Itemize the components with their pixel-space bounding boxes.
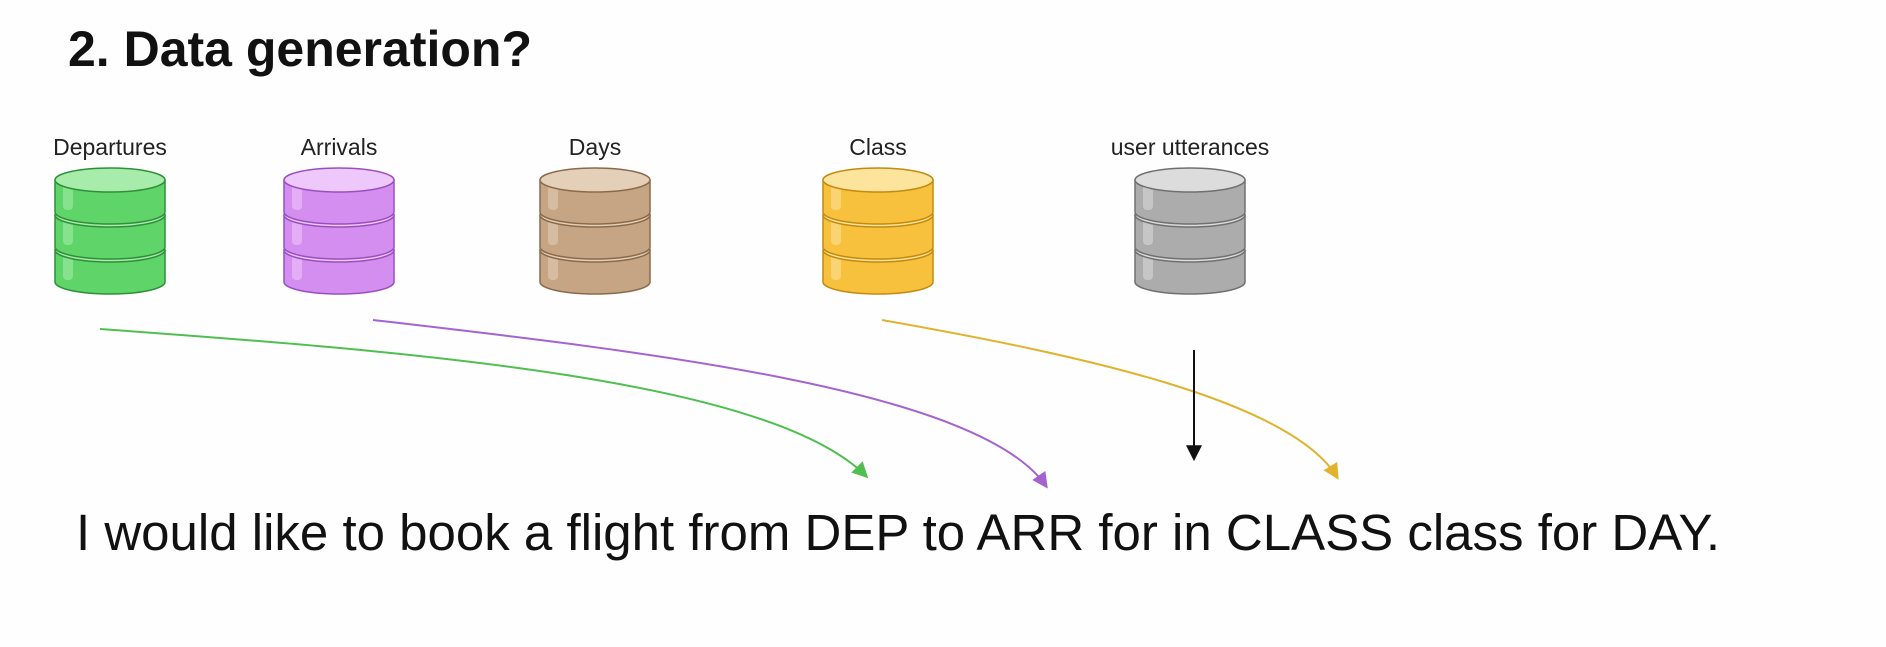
database-disk-shine bbox=[63, 254, 73, 280]
user-utterances-label: user utterances bbox=[1110, 134, 1270, 160]
database-disk-shine bbox=[1143, 219, 1153, 245]
database-disk-shine bbox=[63, 219, 73, 245]
departures-label: Departures bbox=[53, 134, 167, 160]
database-disk-shine bbox=[63, 184, 73, 210]
database-disk-top bbox=[283, 167, 395, 193]
database-disk-shine bbox=[548, 254, 558, 280]
class-arrow bbox=[881, 319, 1339, 480]
database-disk-shine bbox=[548, 184, 558, 210]
slide-title: 2. Data generation? bbox=[68, 21, 532, 77]
database-disk-shine bbox=[292, 184, 302, 210]
template-sentence: I would like to book a flight from DEP t… bbox=[76, 504, 1721, 561]
arrivals-database-icon bbox=[283, 167, 395, 295]
user-utterances-database-icon bbox=[1134, 167, 1246, 295]
departures-arrow bbox=[99, 328, 869, 479]
class-database-icon bbox=[822, 167, 934, 295]
database-disk-shine bbox=[1143, 254, 1153, 280]
database-disk-top bbox=[822, 167, 934, 193]
database-disk-top bbox=[539, 167, 651, 193]
database-disk-shine bbox=[831, 184, 841, 210]
arrivals-arrow bbox=[372, 319, 1048, 489]
arrivals-label: Arrivals bbox=[300, 134, 378, 160]
database-disk-shine bbox=[292, 254, 302, 280]
database-disk-shine bbox=[831, 254, 841, 280]
days-label: Days bbox=[568, 134, 622, 160]
days-database-icon bbox=[539, 167, 651, 295]
database-disk-top bbox=[54, 167, 166, 193]
database-disk-shine bbox=[1143, 184, 1153, 210]
database-disk-top bbox=[1134, 167, 1246, 193]
database-disk-shine bbox=[831, 219, 841, 245]
database-disk-shine bbox=[292, 219, 302, 245]
departures-database-icon bbox=[54, 167, 166, 295]
class-label: Class bbox=[849, 134, 907, 160]
database-disk-shine bbox=[548, 219, 558, 245]
